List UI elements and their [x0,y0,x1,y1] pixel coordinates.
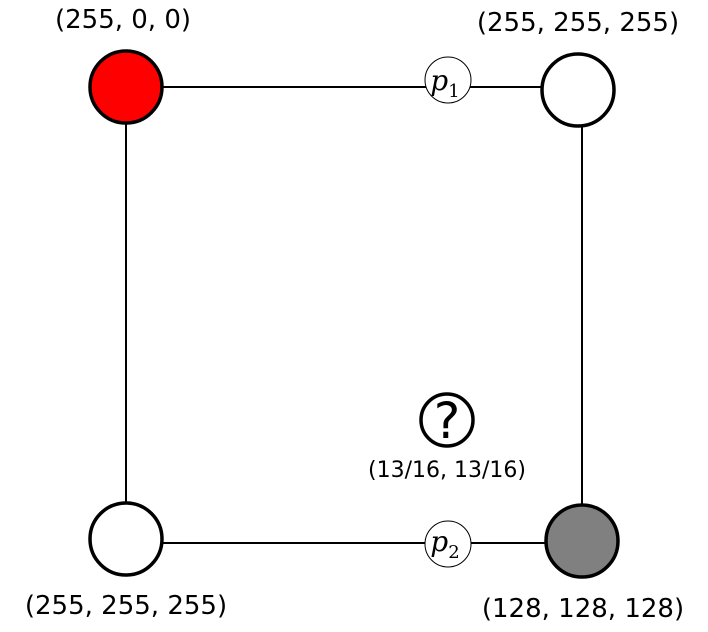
query-point: ? (13/16, 13/16) [368,392,526,483]
query-coords: (13/16, 13/16) [368,458,526,483]
param-p1-symbol: p [430,64,448,97]
node-bottom-right [544,503,620,579]
param-p1-label: p1 [430,64,459,102]
param-p1-subscript: 1 [448,81,459,102]
param-p2-circle [424,520,472,568]
node-top-left [88,49,164,125]
param-p2: p2 [424,520,472,568]
param-p2-symbol: p [430,525,448,558]
param-p2-label: p2 [430,525,459,563]
query-circle [419,392,475,448]
node-bottom-left [88,501,164,577]
node-top-right [540,52,616,128]
node-top-right-label: (255, 255, 255) [477,8,679,38]
param-p2-subscript: 2 [448,542,459,563]
param-p1-circle [424,56,472,104]
question-icon: ? [434,392,461,450]
node-top-left-label: (255, 0, 0) [55,5,191,35]
node-bottom-right-label: (128, 128, 128) [482,594,684,624]
param-p1: p1 [424,56,472,104]
node-bottom-left-label: (255, 255, 255) [25,591,227,621]
